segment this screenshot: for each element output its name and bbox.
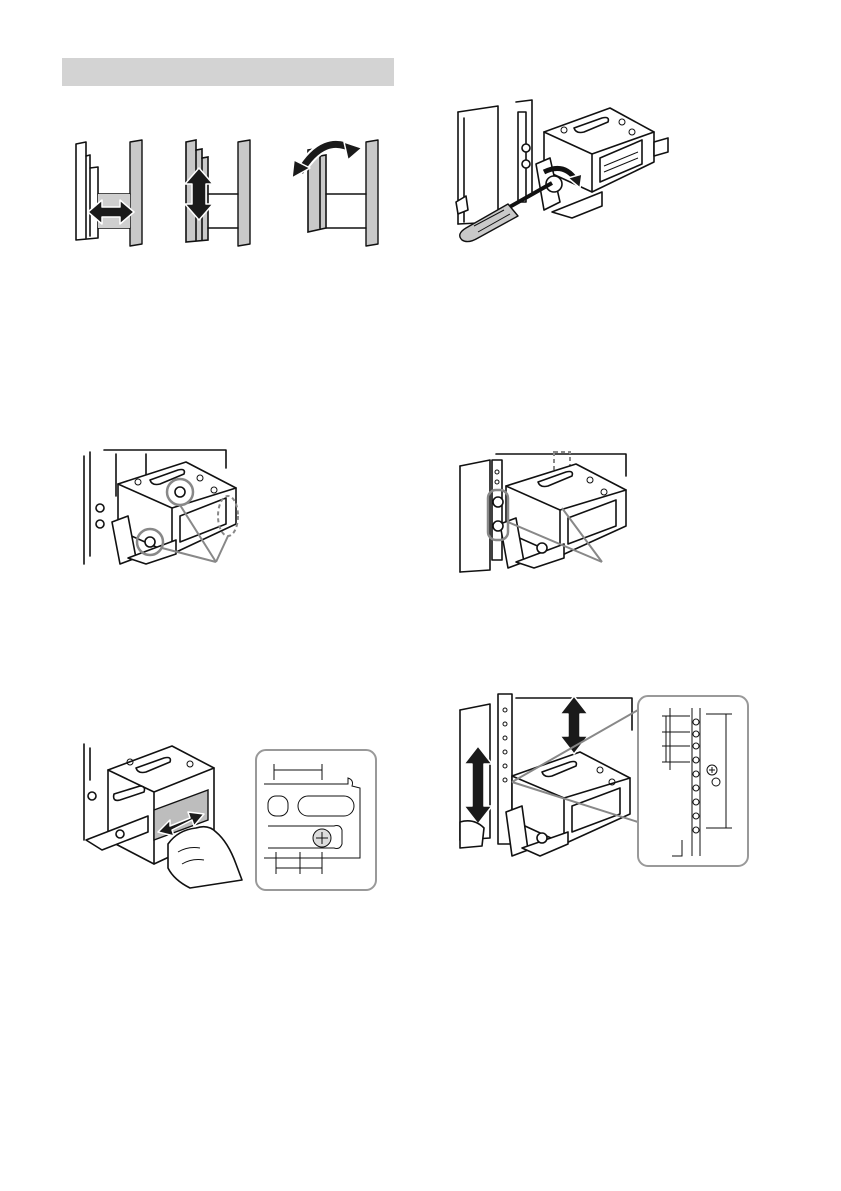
- rotate-arrow-icon: [292, 142, 362, 178]
- slide-adjustment-figure: [78, 740, 378, 892]
- screwdriver-loosening-figure: [452, 92, 682, 244]
- adjustment-directions-figure: [62, 128, 392, 256]
- height-adjustment-figure: [456, 690, 750, 870]
- section-heading-bar: [62, 58, 394, 86]
- slot-detail-icon: [256, 750, 376, 890]
- bracket-screws-figure: [76, 446, 266, 574]
- rotate-adjust-panel: [292, 140, 378, 246]
- bracket-rail-screws-figure: [456, 446, 646, 576]
- horizontal-adjust-panel: [76, 140, 142, 246]
- vertical-adjust-panel: [185, 140, 250, 246]
- rail-detail-icon: [638, 696, 748, 866]
- screwdriver-icon: [460, 183, 552, 242]
- hand-icon: [168, 827, 242, 888]
